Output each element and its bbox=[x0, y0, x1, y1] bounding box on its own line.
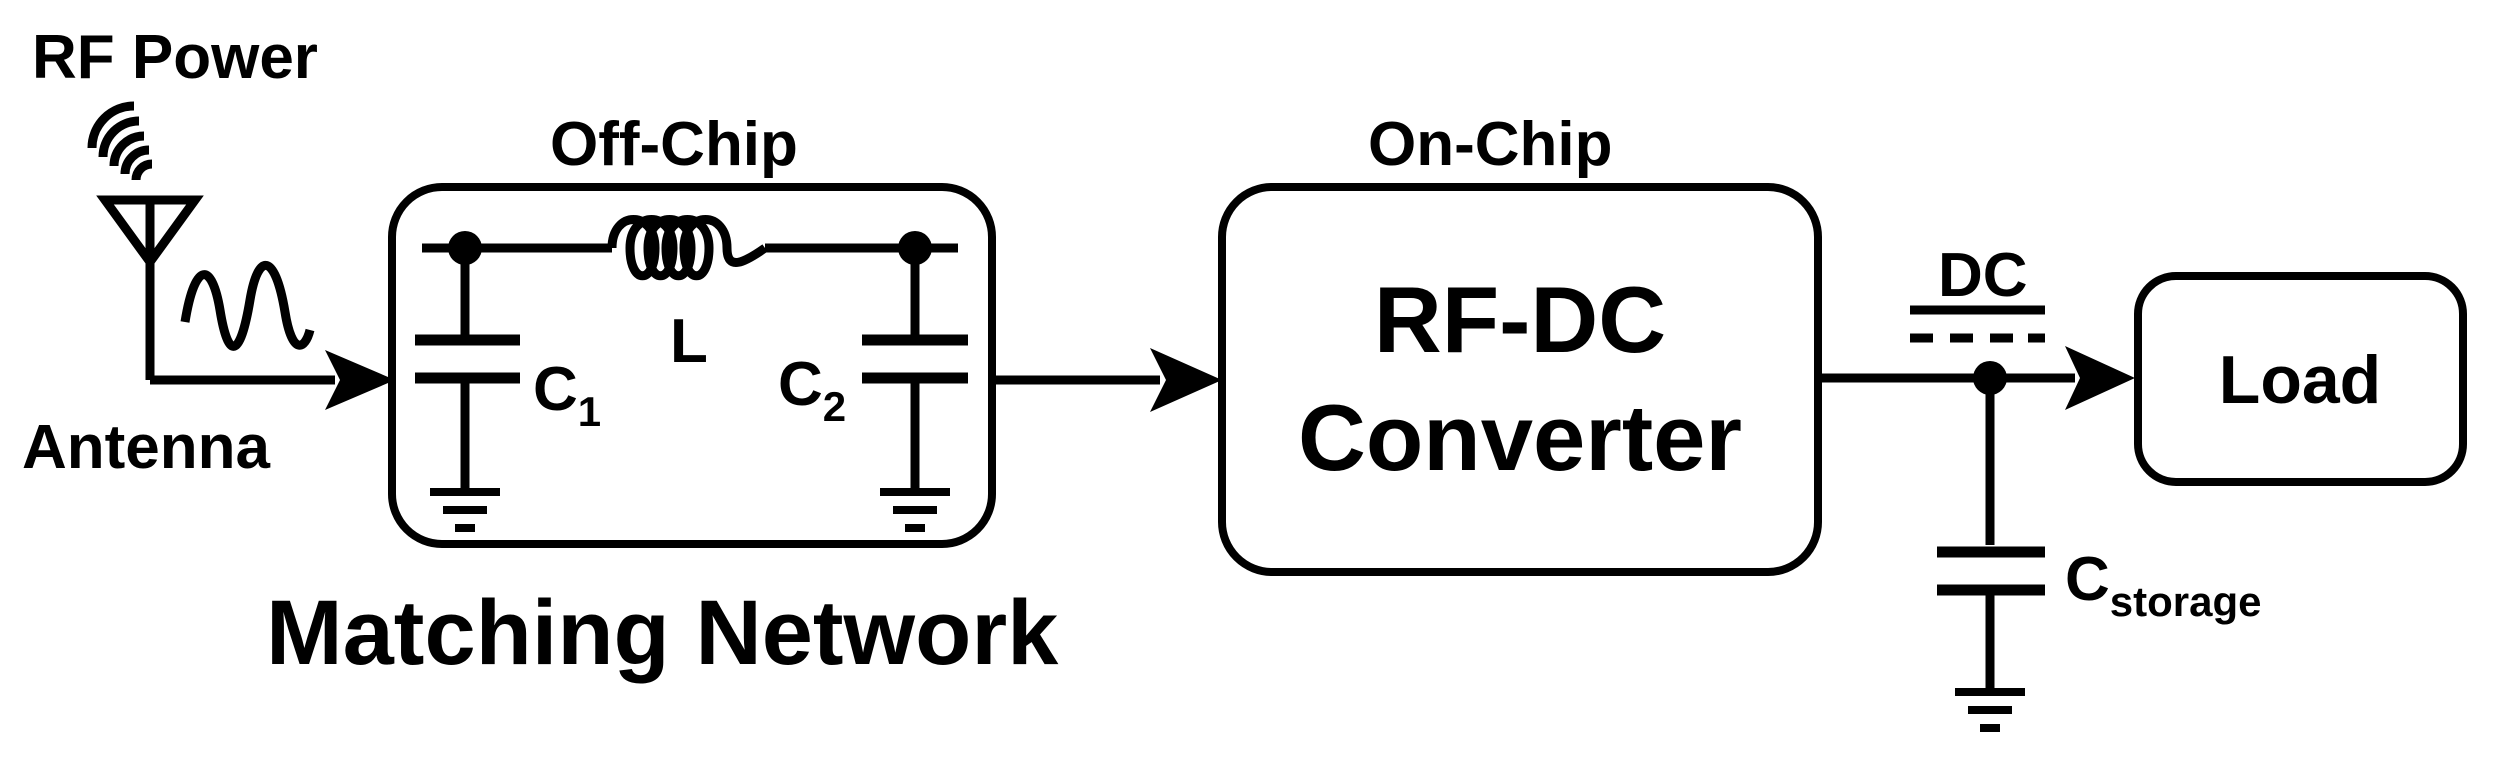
dc-label: DC bbox=[1938, 241, 2028, 310]
rf-dc-converter-box bbox=[1218, 183, 1822, 576]
load-box bbox=[2134, 272, 2467, 486]
matching-network-title: Matching Network bbox=[266, 582, 1059, 684]
rf-waves-icon bbox=[87, 101, 153, 181]
c2-label: C2 bbox=[778, 350, 846, 430]
capacitor-storage-icon bbox=[1937, 378, 2045, 690]
cstorage-label: Cstorage bbox=[2065, 545, 2262, 625]
converter-to-load-arrow bbox=[1818, 346, 2135, 410]
inductor-label: L bbox=[670, 307, 708, 376]
capacitor-c1-icon bbox=[415, 248, 520, 490]
load-label: Load bbox=[2219, 342, 2381, 418]
c1-label: C1 bbox=[533, 355, 601, 435]
antenna-to-matching-arrow bbox=[150, 350, 395, 410]
antenna-icon bbox=[96, 195, 204, 380]
ground-c2-icon bbox=[880, 488, 950, 532]
matching-to-converter-arrow bbox=[992, 348, 1222, 412]
ground-c1-icon bbox=[430, 488, 500, 532]
on-chip-label: On-Chip bbox=[1368, 110, 1613, 179]
converter-label-line1: RF-DC bbox=[1374, 267, 1666, 372]
dc-symbol-icon bbox=[1910, 305, 2045, 343]
rf-power-label: RF Power bbox=[32, 23, 318, 92]
inductor-icon bbox=[607, 215, 768, 281]
ground-storage-icon bbox=[1955, 688, 2025, 732]
matching-network-box bbox=[388, 183, 996, 548]
matching-network-circuit: L C1 C2 bbox=[415, 215, 968, 532]
converter-label-line2: Converter bbox=[1298, 385, 1742, 490]
off-chip-label: Off-Chip bbox=[550, 110, 798, 179]
rf-signal-icon bbox=[180, 261, 315, 351]
capacitor-c2-icon bbox=[862, 248, 968, 490]
antenna-label: Antenna bbox=[22, 413, 271, 482]
